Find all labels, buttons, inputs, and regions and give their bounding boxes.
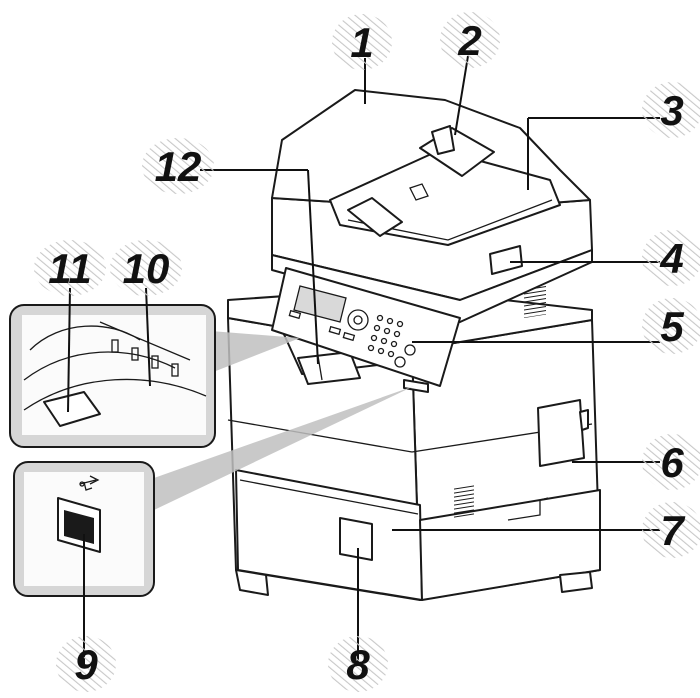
callout-label: 11 [48, 245, 92, 292]
leader-12b [307, 169, 319, 365]
usb-icon [79, 475, 100, 491]
leader-11 [67, 287, 71, 413]
callout-label: 4 [659, 235, 683, 282]
callout-label: 8 [346, 641, 370, 688]
callout-label: 7 [660, 507, 685, 554]
document-guide-left[interactable] [347, 197, 403, 237]
control-panel-dial[interactable] [347, 309, 369, 331]
callouts: 1 2 3 4 5 6 7 8 [34, 12, 700, 692]
callout-5: 5 [642, 298, 700, 354]
printer-foot-right [559, 571, 593, 593]
control-panel-keypad[interactable] [367, 314, 404, 358]
callout-7: 7 [642, 502, 700, 558]
beam-usb-inset [154, 386, 414, 510]
tray-handle[interactable] [339, 517, 373, 561]
front-usb-port[interactable] [403, 379, 429, 393]
control-panel-display [293, 285, 347, 323]
callout-label: 1 [350, 19, 373, 66]
callout-12: 12 [142, 138, 214, 194]
beam-output-inset [198, 330, 300, 378]
callout-4: 4 [642, 230, 700, 286]
callout-8: 8 [328, 636, 388, 692]
scanner-unit [271, 89, 593, 393]
control-board-latch[interactable] [579, 409, 589, 431]
output-stacker-rollers [111, 339, 179, 377]
callout-label: 5 [660, 303, 684, 350]
callout-10: 10 [110, 240, 182, 296]
side-vent-lower [454, 484, 474, 521]
leader-10 [145, 287, 151, 387]
callout-label: 2 [457, 17, 481, 64]
paper-icon [409, 183, 429, 201]
control-board-cover[interactable] [537, 399, 585, 467]
callout-11: 11 [34, 240, 106, 296]
output-support[interactable] [297, 351, 361, 385]
callout-9: 9 [56, 636, 116, 692]
control-panel-start-button[interactable] [404, 344, 416, 356]
callout-2: 2 [440, 12, 500, 68]
callout-label: 10 [123, 245, 170, 292]
output-support-detail[interactable] [43, 391, 101, 427]
leader-lines [67, 55, 660, 664]
inset-output-tray [9, 304, 216, 448]
callout-1: 1 [332, 14, 392, 70]
leader-2 [454, 55, 469, 136]
callout-3: 3 [642, 82, 700, 138]
document-output-stopper[interactable] [489, 245, 523, 275]
callout-label: 3 [660, 87, 683, 134]
callout-6: 6 [642, 434, 700, 490]
callout-label: 9 [74, 641, 98, 688]
callout-label: 12 [155, 143, 202, 190]
callout-label: 6 [660, 439, 684, 486]
control-panel-stop-button[interactable] [394, 356, 406, 368]
printer-foot-left [235, 569, 269, 596]
